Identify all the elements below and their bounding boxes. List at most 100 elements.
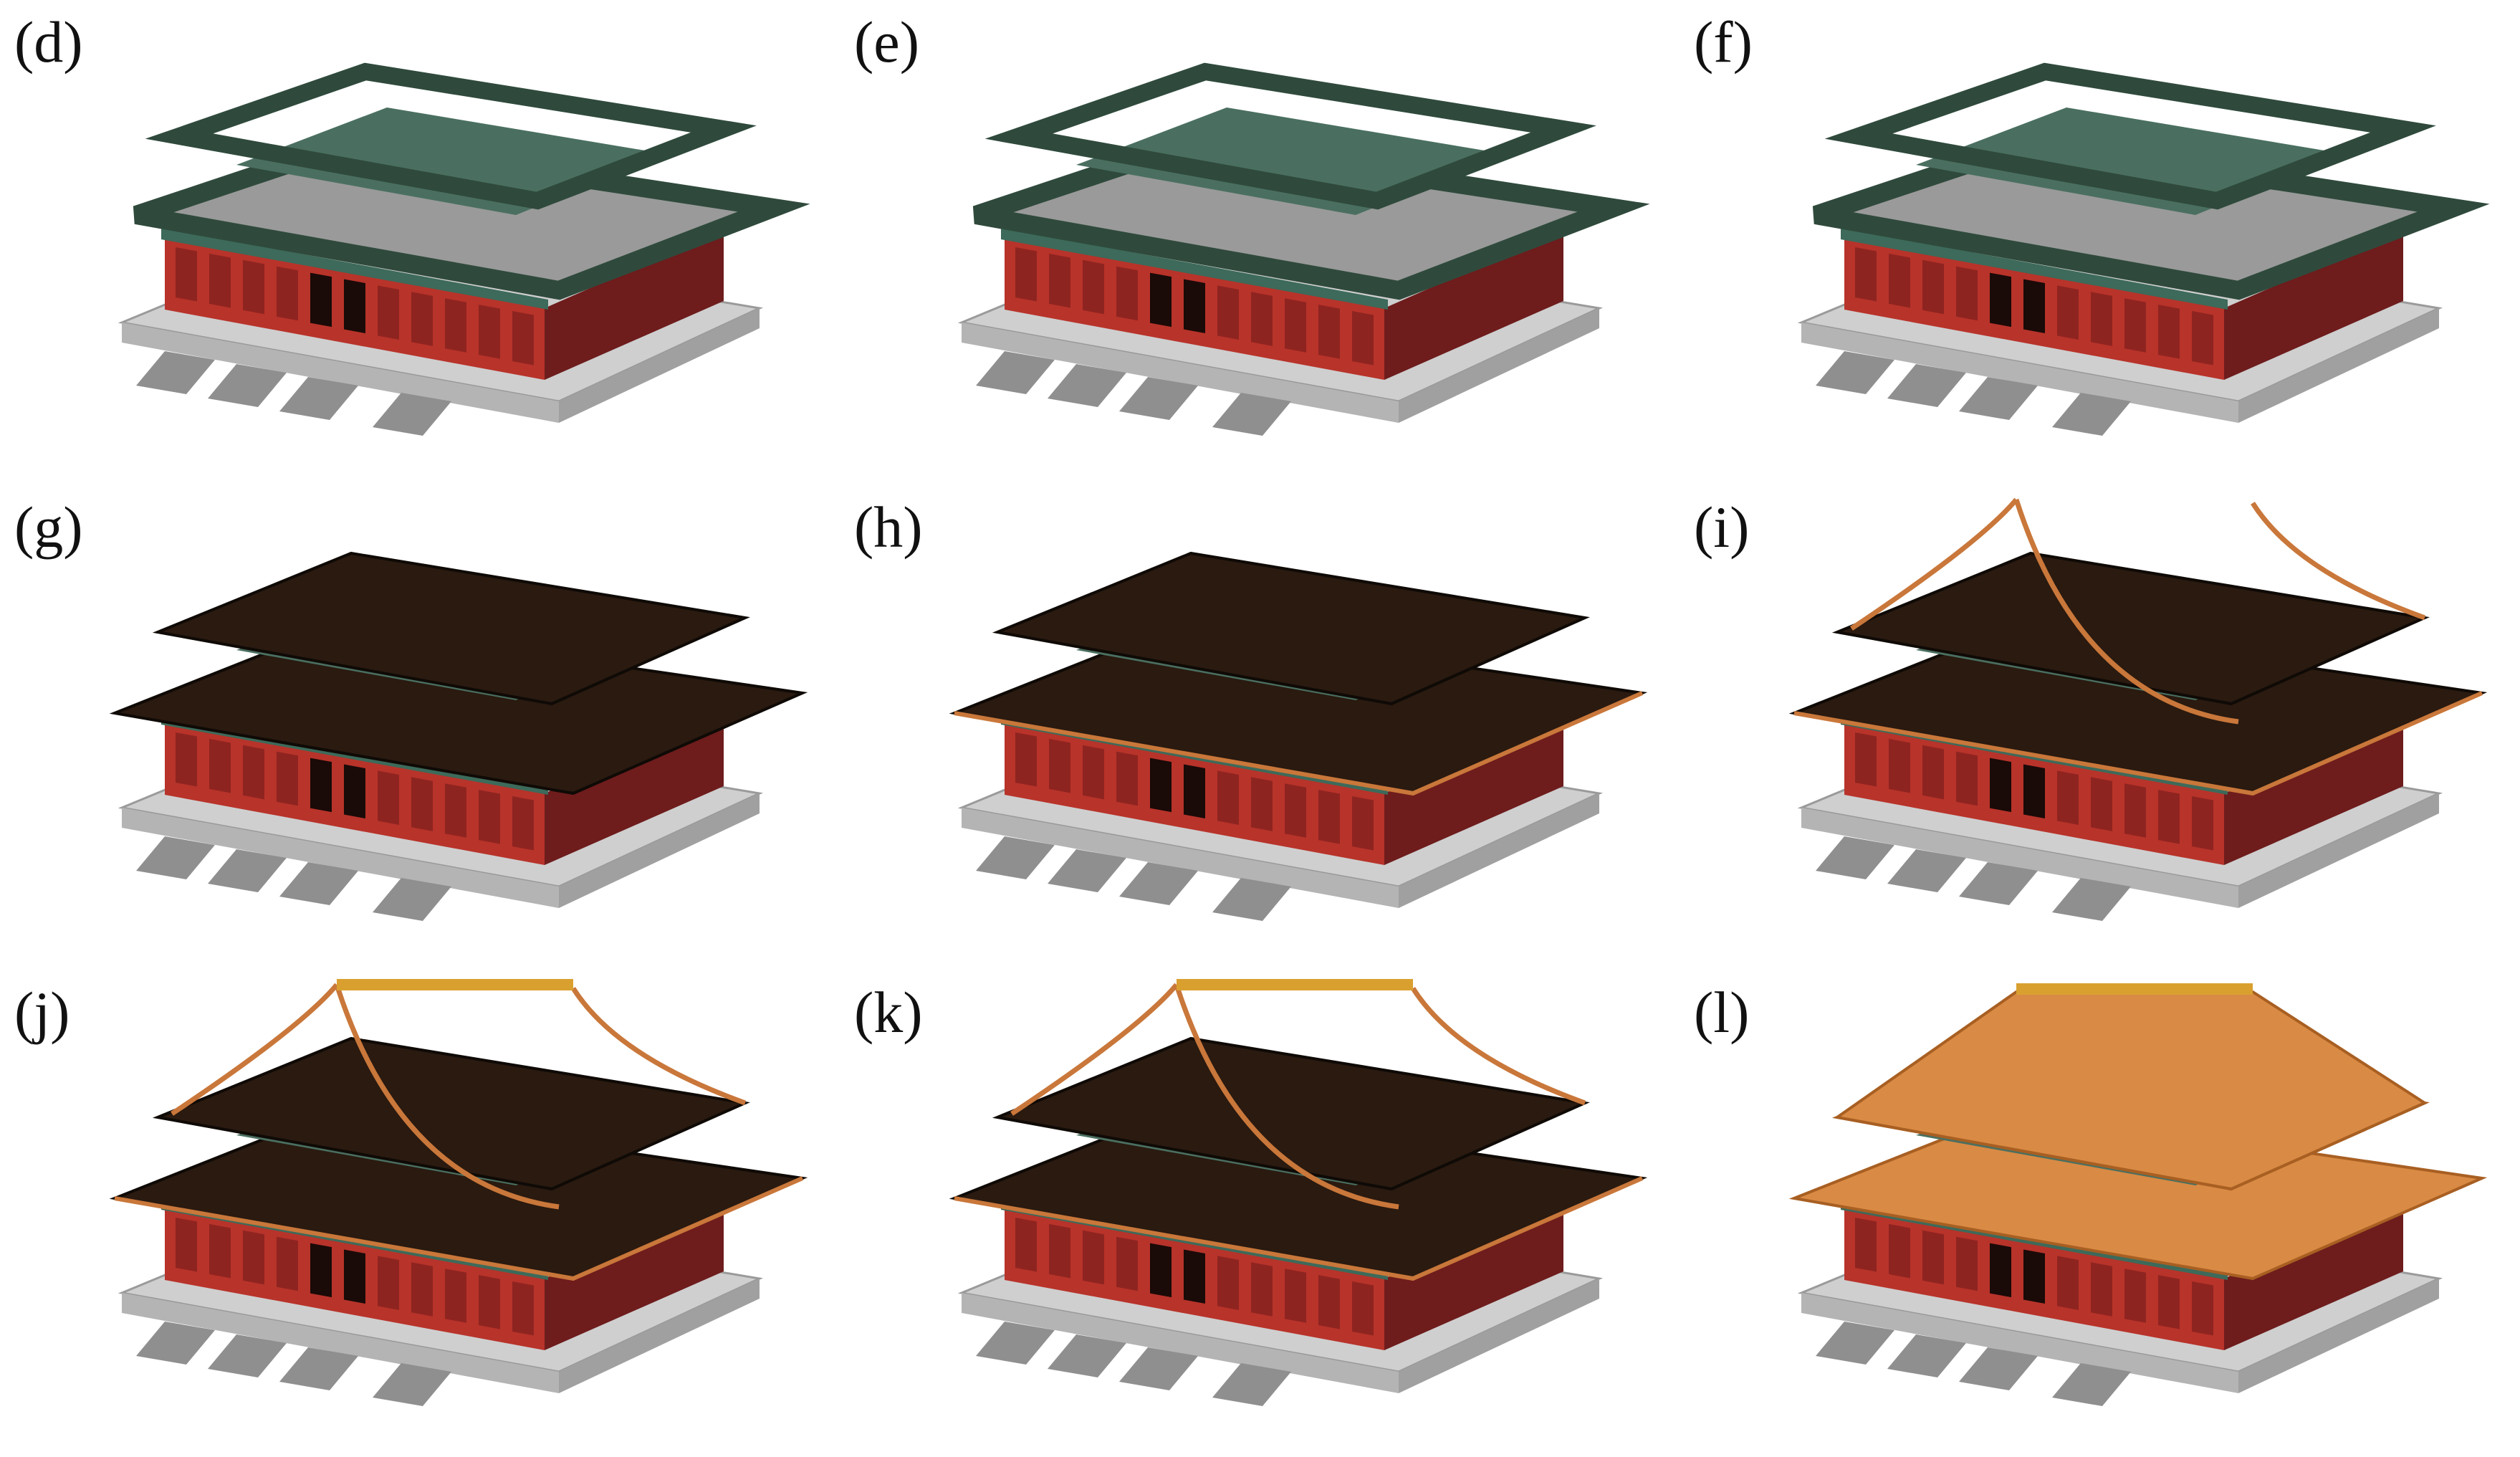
bay-opening [2192, 310, 2213, 366]
stair-flight [136, 1322, 215, 1365]
platform-side-face [2238, 308, 2439, 423]
bay-opening [1015, 1218, 1037, 1272]
arcade-bays [176, 732, 534, 851]
side-wall [1384, 1200, 1563, 1350]
figure-panel: (g) [0, 485, 840, 970]
hip-rafter [1850, 497, 2018, 631]
bay-opening [1251, 292, 1273, 346]
main-ridge-beam [1177, 979, 1413, 990]
bay-opening [1251, 1262, 1273, 1317]
panel-illustration [109, 979, 808, 1406]
bay-opening [1956, 751, 1978, 806]
bay-opening [344, 764, 365, 819]
panel-illustration [109, 551, 808, 921]
stair-flight [1887, 849, 1966, 892]
front-stairs [1816, 351, 2131, 436]
arcade-bays [1855, 1218, 2213, 1336]
stair-flight [2052, 878, 2131, 921]
bay-opening [1083, 259, 1104, 315]
stair-flight [1212, 393, 1291, 436]
bay-opening [1217, 1256, 1239, 1310]
bay-opening [1083, 745, 1104, 800]
bay-opening [1352, 310, 1374, 366]
platform-side-face [2238, 793, 2439, 908]
stair-flight [1119, 377, 1198, 420]
stair-flight [279, 862, 358, 905]
platform-front-face [1801, 1293, 2238, 1393]
bay-opening [310, 1243, 332, 1298]
figure-panel: (f) [1680, 0, 2519, 485]
bay-opening [1285, 783, 1306, 838]
platform-side-face [559, 793, 760, 908]
hall-model [118, 62, 810, 436]
bay-opening [445, 298, 466, 353]
platform-front-face [122, 1293, 559, 1393]
bracket-band [1001, 228, 1388, 310]
arcade-bays [1015, 732, 1374, 851]
stair-flight [1119, 862, 1198, 905]
stair-flight [136, 351, 215, 394]
bay-opening [344, 1249, 365, 1304]
panel-label: (j) [14, 980, 70, 1045]
bay-opening [2091, 777, 2112, 831]
stair-flight [373, 393, 451, 436]
stair-flight [1212, 878, 1291, 921]
stair-flight [976, 1322, 1055, 1365]
bay-opening [1184, 1249, 1205, 1304]
bay-opening [2057, 1256, 2079, 1310]
hall-model [1788, 497, 2488, 921]
stair-flight [208, 1334, 287, 1377]
bay-opening [310, 272, 332, 328]
stair-flight [1816, 351, 1894, 394]
bay-opening [1922, 1230, 1944, 1285]
platform-side-face [2238, 1279, 2439, 1393]
side-wall [1384, 715, 1563, 865]
upper-roof [992, 551, 1590, 706]
front-stairs [136, 836, 451, 921]
bay-opening [1922, 259, 1944, 315]
stair-flight [976, 836, 1055, 879]
hip-rafter [2013, 498, 2239, 725]
stair-flight [1816, 1322, 1894, 1365]
hall-model [949, 979, 1648, 1406]
bay-opening [1285, 1269, 1306, 1323]
arcade-bays [176, 247, 534, 366]
figure-panel: (i) [1680, 485, 2519, 970]
bay-opening [1015, 732, 1037, 787]
hall-model [1788, 983, 2488, 1406]
bay-opening [411, 1262, 433, 1317]
hall-model [957, 62, 1650, 436]
bay-opening [1184, 279, 1205, 334]
platform-front-face [962, 1293, 1399, 1393]
side-wall [2224, 715, 2403, 865]
lower-eave-rafter [114, 1176, 804, 1281]
panel-illustration [1788, 983, 2488, 1406]
bay-opening [209, 738, 231, 793]
hip-rafter [1010, 983, 1179, 1116]
bay-opening [1049, 1223, 1070, 1279]
platform-front-face [1801, 808, 2238, 908]
stair-flight [1959, 377, 2038, 420]
lower-eave-rafter [954, 1176, 1644, 1281]
stair-flight [1048, 849, 1126, 892]
hall-model [1797, 62, 2490, 436]
bay-opening [512, 1281, 534, 1336]
panel-label: (l) [1694, 980, 1750, 1045]
panel-label: (k) [854, 980, 923, 1045]
bay-opening [1889, 738, 1910, 793]
hip-rafters [171, 983, 747, 1210]
stair-flight [136, 836, 215, 879]
stair-flight [208, 849, 287, 892]
front-stairs [1816, 836, 2131, 921]
bay-opening [1217, 285, 1239, 340]
lower-eave-rafter [1793, 691, 2483, 796]
hall-model [949, 551, 1648, 921]
bay-opening [1855, 1218, 1877, 1272]
stair-flight [373, 1363, 451, 1406]
platform-side-face [559, 1279, 760, 1393]
bay-opening [479, 790, 500, 844]
stair-flight [2052, 1363, 2131, 1406]
bay-opening [2023, 1249, 2045, 1304]
side-wall [1384, 229, 1563, 380]
platform-front-face [962, 808, 1399, 908]
